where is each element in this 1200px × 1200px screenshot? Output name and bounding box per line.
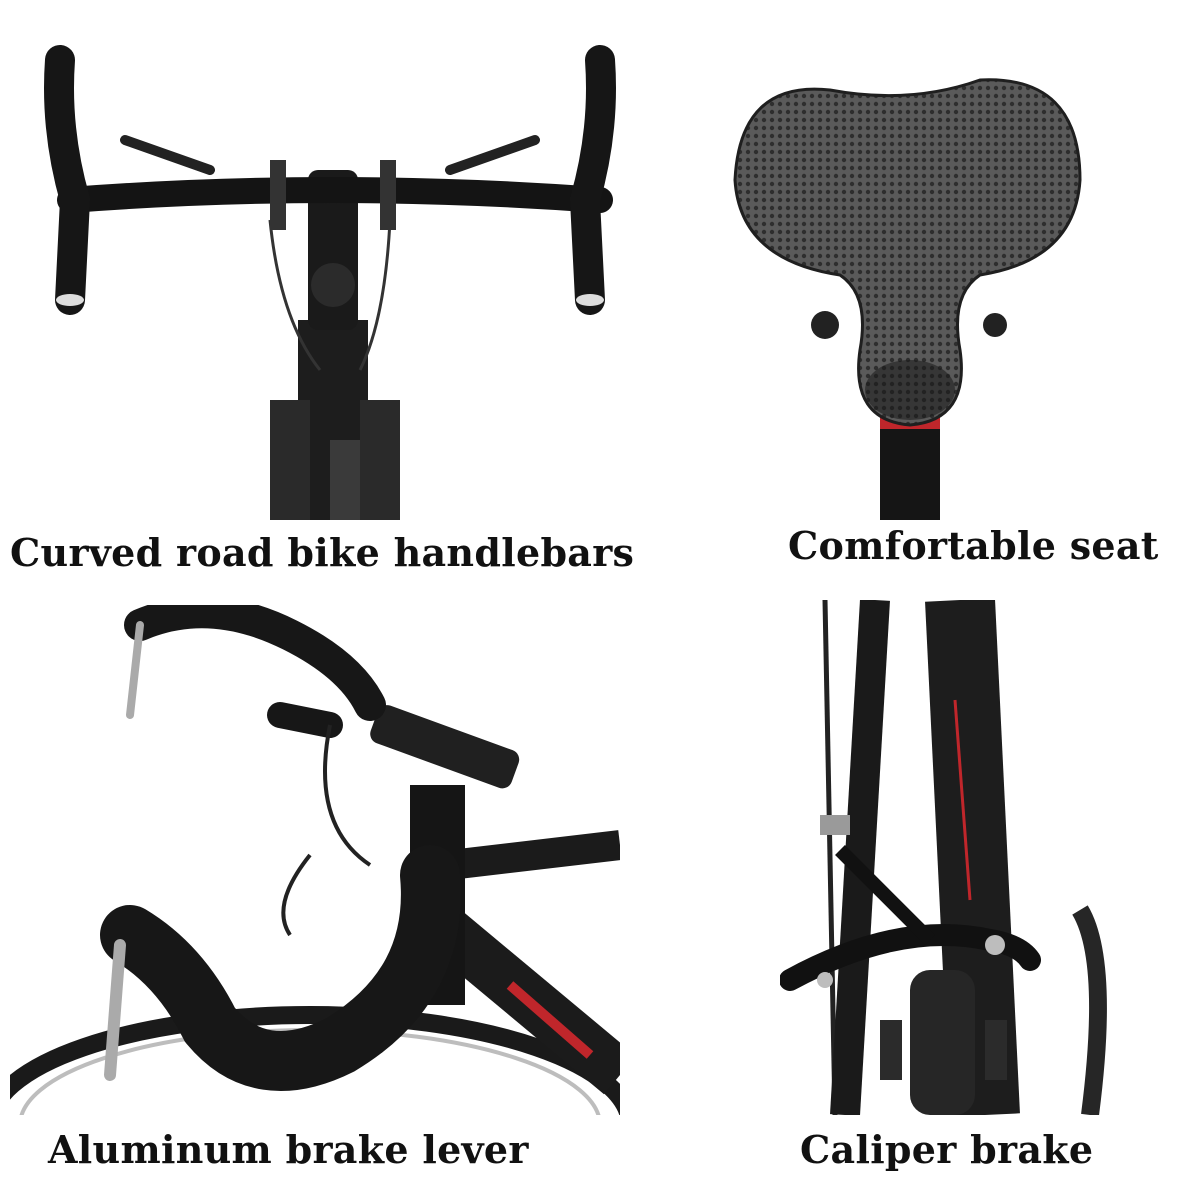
caliper-brake-caption: Caliper brake	[800, 1127, 1094, 1172]
caliper-brake-photo	[780, 600, 1120, 1115]
seat-caption: Comfortable seat	[788, 523, 1159, 568]
handlebars-photo	[30, 20, 630, 520]
seat-photo	[720, 60, 1100, 520]
brake-lever-caption: Aluminum brake lever	[48, 1127, 529, 1172]
handlebars-caption: Curved road bike handlebars	[10, 530, 635, 575]
brake-lever-photo	[10, 605, 620, 1115]
